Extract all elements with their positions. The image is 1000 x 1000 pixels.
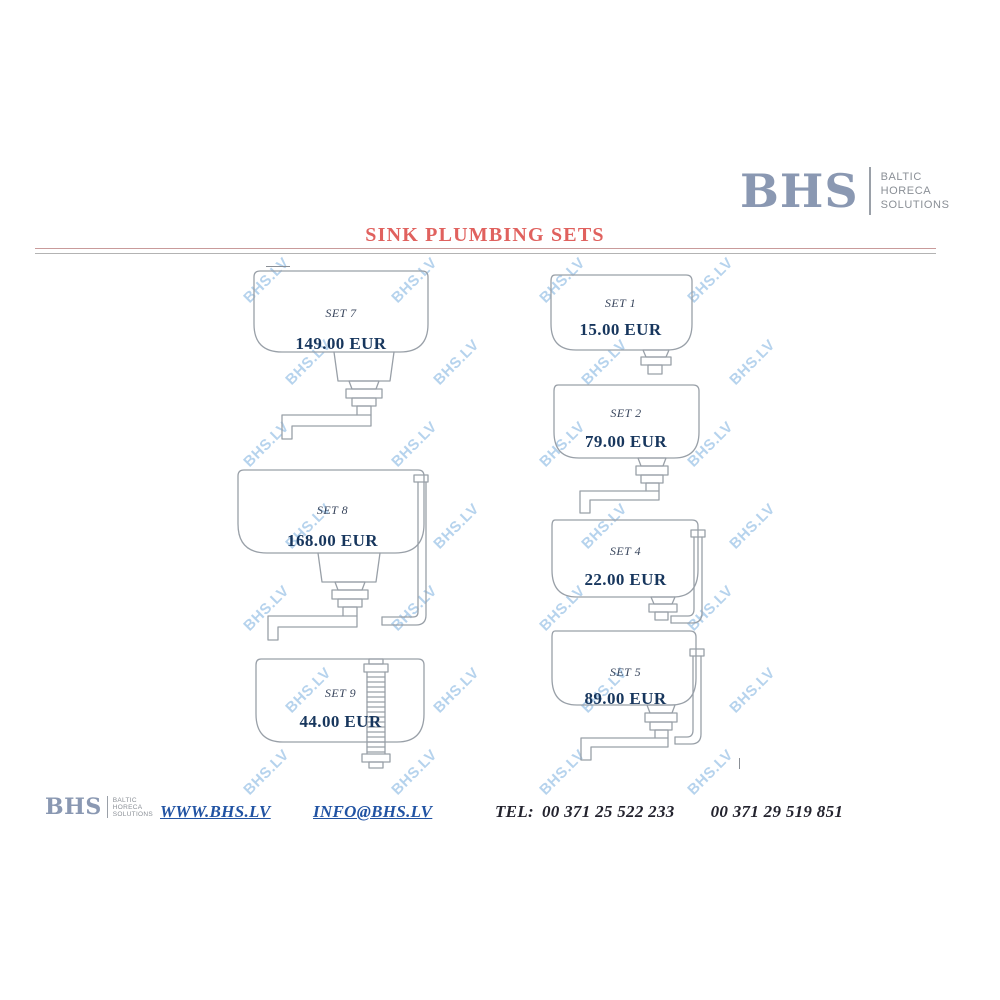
phone-number-1: 00 371 25 522 233 [541,802,675,821]
price: 79.00 EUR [585,432,667,451]
product-set4: SET 4 22.00 EUR [543,517,708,632]
email-link[interactable]: INFO@BHS.LV [313,802,433,821]
price: 44.00 EUR [299,712,382,731]
bhs-logo: BHS BALTIC HORECA SOLUTIONS [740,167,950,215]
set-label: SET 8 [316,503,349,517]
stray-dash [266,266,290,267]
footer-bhs-logo-text: BHS [45,794,102,820]
sink-diagram-set7 [253,270,429,440]
watermark: BHS.LV [430,500,483,553]
set-label: SET 5 [609,665,642,679]
stray-tick [739,758,740,769]
bhs-logo-text: BHS [740,164,859,218]
product-set2: SET 2 79.00 EUR [546,382,706,517]
price: 15.00 EUR [579,320,662,339]
watermark: BHS.LV [430,336,483,389]
sink-diagram-set1 [550,274,693,375]
footer-phone: TEL: 00 371 25 522 233 00 371 29 519 851 [495,802,843,822]
price: 89.00 EUR [584,689,667,708]
footer-bhs-logo: BHS BALTIC HORECA SOLUTIONS [45,795,153,819]
product-set7: SET 7 149.00 EUR [246,268,436,468]
sink-diagram-set9 [255,658,425,769]
product-set1: SET 1 15.00 EUR [543,272,698,377]
product-set8: SET 8 168.00 EUR [230,467,435,662]
set-label: SET 4 [609,544,642,558]
set-label: SET 2 [610,406,642,420]
set-label: SET 9 [324,686,357,700]
watermark: BHS.LV [726,336,779,389]
watermark: BHS.LV [430,664,483,717]
logo-divider [868,167,871,215]
watermark: BHS.LV [726,664,779,717]
tel-label: TEL: [495,802,534,821]
sink-diagram-set4 [551,519,706,624]
footer-bhs-logo-tagline: BALTIC HORECA SOLUTIONS [112,796,154,818]
title-divider [35,248,936,254]
footer-logo-divider [106,796,108,818]
product-set9: SET 9 44.00 EUR [248,656,433,771]
price: 149.00 EUR [295,334,387,353]
watermark: BHS.LV [726,500,779,553]
price: 168.00 EUR [287,531,378,550]
set-label: SET 7 [325,306,357,320]
sink-diagram-set2 [553,384,700,514]
sink-diagram-set5 [551,630,705,761]
page-title: SINK PLUMBING SETS [365,224,605,246]
phone-number-2: 00 371 29 519 851 [710,802,844,821]
price: 22.00 EUR [584,570,667,589]
product-set5: SET 5 89.00 EUR [543,628,708,768]
bhs-logo-tagline: BALTIC HORECA SOLUTIONS [880,171,950,211]
set-label: SET 1 [604,296,637,310]
website-link[interactable]: WWW.BHS.LV [160,802,271,821]
sink-diagram-set8 [237,469,429,641]
